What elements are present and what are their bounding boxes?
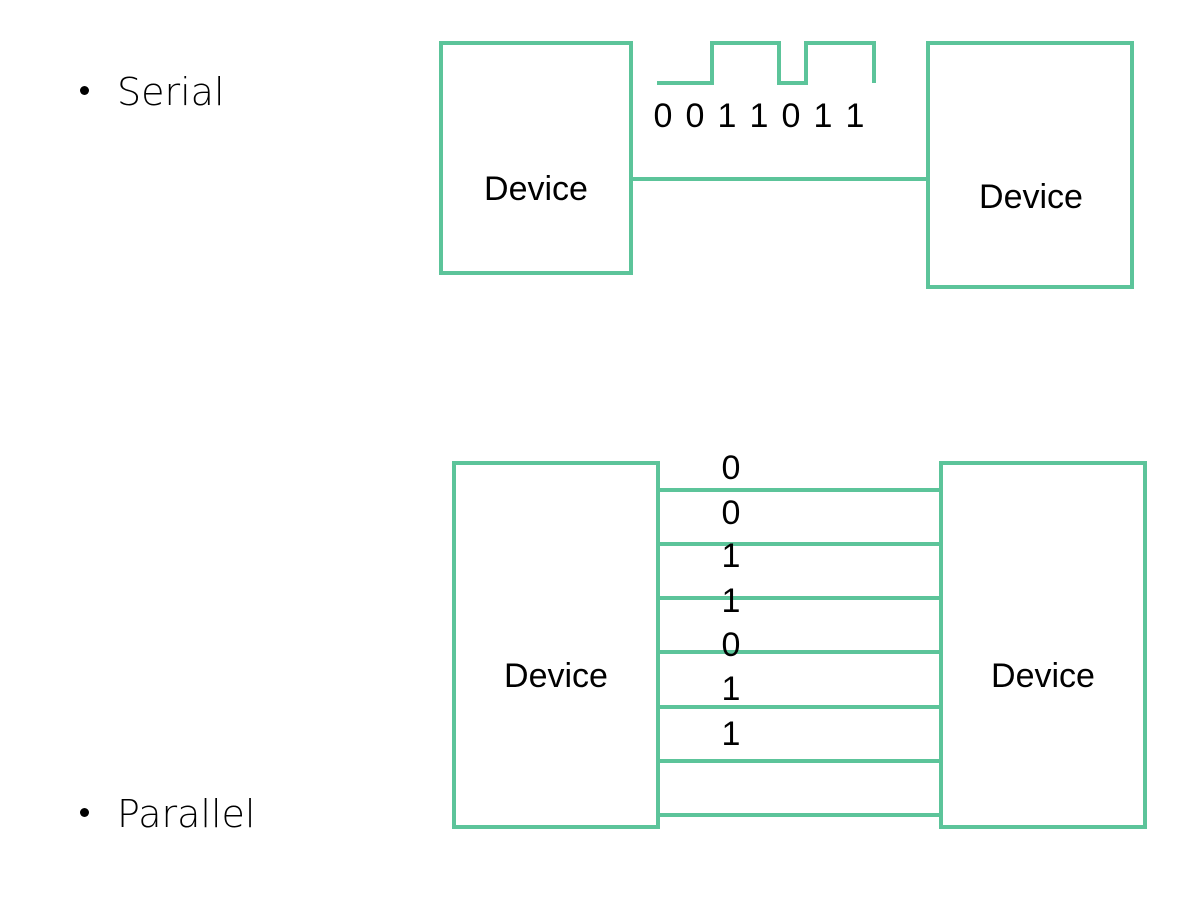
serial-right-device-box xyxy=(926,41,1134,289)
serial-bit: 1 xyxy=(814,97,833,135)
parallel-right-device-label: Device xyxy=(991,657,1095,695)
parallel-bit: 0 xyxy=(722,626,741,664)
serial-bit: 0 xyxy=(782,97,801,135)
serial-left-device-label: Device xyxy=(484,170,588,208)
bullet-serial-label: Serial xyxy=(117,70,225,114)
serial-bit: 1 xyxy=(718,97,737,135)
parallel-bit: 0 xyxy=(722,494,741,532)
serial-bit: 1 xyxy=(846,97,865,135)
parallel-right-device-box xyxy=(939,461,1147,829)
serial-bit: 0 xyxy=(686,97,705,135)
parallel-bit: 1 xyxy=(722,670,741,708)
parallel-bit: 1 xyxy=(722,715,741,753)
parallel-bit: 0 xyxy=(722,449,741,487)
serial-bit: 0 xyxy=(654,97,673,135)
serial-right-device-label: Device xyxy=(979,178,1083,216)
parallel-left-device-label: Device xyxy=(504,657,608,695)
parallel-bit: 1 xyxy=(722,537,741,575)
bullet-parallel-label: Parallel xyxy=(117,792,256,836)
parallel-bit: 1 xyxy=(722,582,741,620)
serial-bit: 1 xyxy=(750,97,769,135)
bullet-dot-icon xyxy=(80,808,89,817)
parallel-left-device-box xyxy=(452,461,660,829)
bullet-parallel: Parallel xyxy=(80,792,255,836)
serial-left-device-box xyxy=(439,41,633,275)
bullet-serial: Serial xyxy=(80,70,225,114)
serial-signal-waveform xyxy=(657,41,876,85)
bullet-dot-icon xyxy=(80,86,89,95)
